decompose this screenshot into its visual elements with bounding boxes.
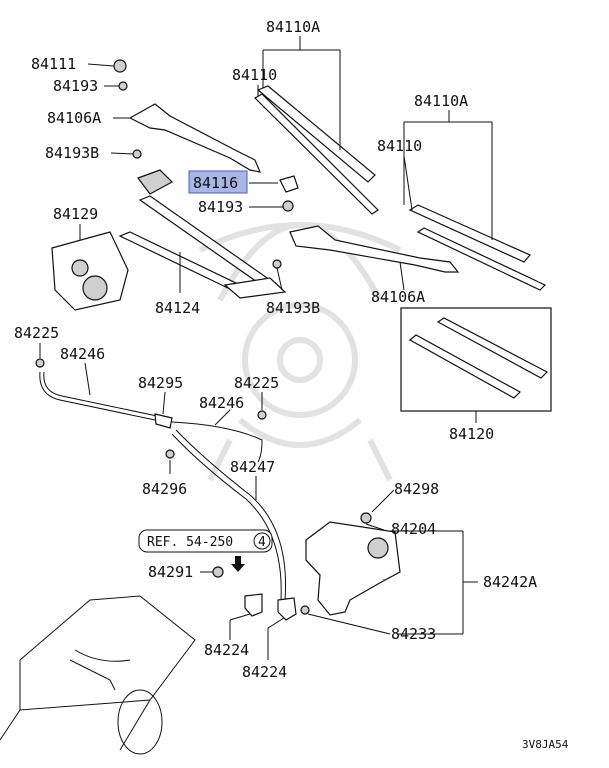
nozzle-84224-b xyxy=(277,597,297,621)
nut-84193-top xyxy=(118,81,128,91)
washer-hoses xyxy=(39,371,287,601)
cap-84116 xyxy=(279,175,299,193)
leader-lines xyxy=(39,36,493,660)
label-84247[interactable]: 84247 xyxy=(230,458,275,476)
label-84111[interactable]: 84111 xyxy=(31,55,76,73)
label-84110-top[interactable]: 84110 xyxy=(232,66,277,84)
wiper-blade-top xyxy=(254,85,379,215)
wiper-linkage xyxy=(118,169,287,299)
refill-strip-2 xyxy=(408,334,521,399)
label-84193B-left[interactable]: 84193B xyxy=(45,144,99,162)
samurai-helmet-watermark-icon xyxy=(198,222,402,482)
diagram-code: 3V8JA54 xyxy=(522,738,569,751)
wiper-motor xyxy=(51,231,129,311)
label-84296[interactable]: 84296 xyxy=(142,480,187,498)
label-84224-a[interactable]: 84224 xyxy=(204,641,249,659)
up-arrow-icon xyxy=(231,556,245,572)
reference-text[interactable]: REF. 54-250 xyxy=(147,535,233,550)
label-84110-right[interactable]: 84110 xyxy=(377,137,422,155)
label-84193-mid[interactable]: 84193 xyxy=(198,198,243,216)
reference-box xyxy=(138,529,273,553)
label-84246-mid[interactable]: 84246 xyxy=(199,394,244,412)
label-84129[interactable]: 84129 xyxy=(53,205,98,223)
label-84204[interactable]: 84204 xyxy=(391,520,436,538)
highlight-84116 xyxy=(188,170,248,194)
car-outline-icon xyxy=(0,595,196,755)
hose-clip-84225-mid xyxy=(257,410,267,420)
joint-84295 xyxy=(154,413,173,429)
label-84110A-top[interactable]: 84110A xyxy=(266,18,320,36)
blade-refill-box xyxy=(400,307,552,412)
label-84225-left[interactable]: 84225 xyxy=(14,324,59,342)
hose-clip-84225-left xyxy=(35,358,45,368)
label-84233[interactable]: 84233 xyxy=(391,625,436,643)
label-84110A-right[interactable]: 84110A xyxy=(414,92,468,110)
cap-nut-84111 xyxy=(113,59,127,73)
clip-84296 xyxy=(165,449,175,459)
nut-84193B-right xyxy=(272,259,282,269)
label-84193-top[interactable]: 84193 xyxy=(53,77,98,95)
label-84193B-right[interactable]: 84193B xyxy=(266,299,320,317)
label-84298[interactable]: 84298 xyxy=(394,480,439,498)
reference-circle xyxy=(253,532,271,550)
reference-circle-number: 4 xyxy=(258,535,266,550)
label-84124[interactable]: 84124 xyxy=(155,299,200,317)
wiper-blade-right xyxy=(408,204,547,291)
label-84224-b[interactable]: 84224 xyxy=(242,663,287,681)
nut-84291 xyxy=(212,566,224,578)
label-84106A-left[interactable]: 84106A xyxy=(47,109,101,127)
label-84291[interactable]: 84291 xyxy=(148,563,193,581)
wiper-arm-left xyxy=(128,103,261,173)
nut-84193B-left xyxy=(132,149,142,159)
wiper-arm-right xyxy=(289,225,460,273)
label-84246-left[interactable]: 84246 xyxy=(60,345,105,363)
label-84106A-right[interactable]: 84106A xyxy=(371,288,425,306)
label-84120[interactable]: 84120 xyxy=(449,425,494,443)
refill-strip-1 xyxy=(436,317,549,379)
label-84116[interactable]: 84116 xyxy=(193,174,238,192)
nut-84193-mid xyxy=(282,200,294,212)
label-84242A[interactable]: 84242A xyxy=(483,573,537,591)
grommet-84233 xyxy=(300,605,310,615)
label-84295[interactable]: 84295 xyxy=(138,374,183,392)
washer-reservoir xyxy=(305,512,401,616)
label-84225-mid[interactable]: 84225 xyxy=(234,374,279,392)
nozzle-84224-a xyxy=(244,593,263,617)
